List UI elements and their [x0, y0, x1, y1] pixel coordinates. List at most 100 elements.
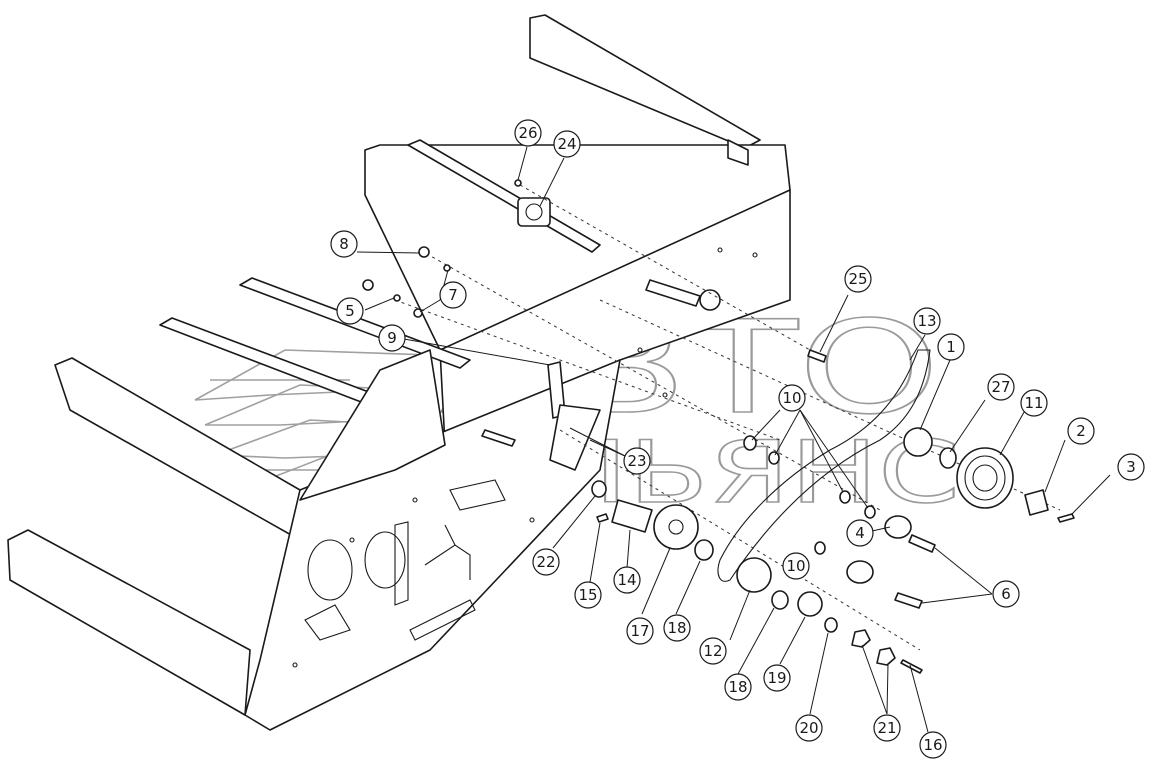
callout-21: 21: [873, 714, 901, 742]
part-21-nut-a: [851, 629, 871, 648]
exploded-parts: [362, 179, 1075, 674]
svg-text:11: 11: [1024, 394, 1043, 412]
part-8-nut-b: [362, 279, 374, 291]
callout-6: 6: [992, 580, 1020, 608]
vertical-slot: [394, 521, 409, 606]
svg-text:23: 23: [627, 452, 646, 470]
callout-16: 16: [919, 731, 947, 759]
linkage-bar: [549, 404, 601, 471]
rear-beam: [529, 14, 761, 149]
part-6-bolt-b: [894, 592, 923, 609]
callout-10-lower: 10: [782, 552, 810, 580]
svg-text:19: 19: [767, 669, 786, 687]
svg-text:1: 1: [946, 338, 956, 356]
part-19-sprocket: [797, 591, 823, 617]
callout-11: 11: [1020, 389, 1048, 417]
part-12-sprocket: [736, 557, 772, 593]
part-2-bushing: [1024, 489, 1049, 516]
callout-4: 4: [846, 519, 874, 547]
callout-20: 20: [795, 714, 823, 742]
svg-text:3: 3: [1126, 458, 1136, 476]
part-4-roller-a: [884, 515, 912, 539]
callout-27: 27: [987, 373, 1015, 401]
main-plate: [244, 359, 621, 731]
part-26-nut: [514, 179, 522, 187]
svg-text:10: 10: [782, 389, 801, 407]
svg-text:13: 13: [917, 312, 936, 330]
callout-10-upper: 10: [778, 384, 806, 412]
svg-text:14: 14: [617, 571, 636, 589]
y-bracket: [424, 524, 471, 580]
left-beam: [54, 357, 301, 541]
part-7-washer-b: [413, 308, 423, 318]
callouts: 1 2 3 4 5 6 7 8 9 10 10 11 12 13 14 15 1…: [330, 119, 1145, 759]
callout-25: 25: [844, 265, 872, 293]
svg-text:15: 15: [578, 586, 597, 604]
svg-text:6: 6: [1001, 585, 1011, 603]
part-25-bolt: [807, 349, 827, 363]
svg-text:20: 20: [799, 719, 818, 737]
part-3-key: [1057, 513, 1075, 523]
part-27-hub: [939, 447, 957, 469]
bottom-beam: [7, 529, 251, 716]
part-20-ring: [824, 617, 838, 633]
part-1-sprocket: [903, 427, 933, 457]
svg-text:9: 9: [387, 329, 397, 347]
part-10-washer-e: [814, 541, 826, 555]
svg-text:17: 17: [630, 622, 649, 640]
part-16-pin: [900, 659, 923, 674]
svg-text:16: 16: [923, 736, 942, 754]
plate-opening-left: [307, 539, 353, 601]
callout-14: 14: [613, 566, 641, 594]
part-10-washer-c: [839, 490, 851, 504]
part-14-tube: [611, 499, 653, 533]
callout-18-left: 18: [663, 614, 691, 642]
callout-7: 7: [439, 281, 467, 309]
cam-shaft: [645, 279, 701, 307]
svg-text:18: 18: [728, 678, 747, 696]
part-10-washer-b: [768, 451, 780, 465]
svg-text:25: 25: [848, 270, 867, 288]
part-17-sprocket: [653, 504, 699, 550]
svg-text:27: 27: [991, 378, 1010, 396]
svg-text:2: 2: [1076, 422, 1086, 440]
tri-bracket: [304, 604, 351, 641]
callout-1: 1: [937, 333, 965, 361]
callout-26: 26: [514, 119, 542, 147]
callout-17: 17: [626, 617, 654, 645]
svg-text:8: 8: [339, 235, 349, 253]
callout-23: 23: [623, 447, 651, 475]
callout-3: 3: [1117, 453, 1145, 481]
part-8-nut-a: [418, 246, 430, 258]
svg-text:26: 26: [518, 124, 537, 142]
callout-12: 12: [699, 637, 727, 665]
svg-text:24: 24: [557, 135, 576, 153]
callout-22: 22: [532, 548, 560, 576]
part-4-roller-b: [846, 560, 874, 584]
svg-text:10: 10: [786, 557, 805, 575]
callout-9: 9: [378, 324, 406, 352]
part-18-bushing-b: [771, 590, 789, 610]
bearing-flange: [517, 197, 551, 227]
callout-13: 13: [913, 307, 941, 335]
callout-5: 5: [336, 297, 364, 325]
part-22-ring: [591, 480, 607, 498]
plate-opening-right: [364, 531, 406, 589]
svg-text:18: 18: [667, 619, 686, 637]
part-21-nut-b: [876, 647, 896, 666]
part-13-chain: [717, 349, 931, 582]
svg-text:7: 7: [448, 286, 458, 304]
front-bracket: [449, 479, 506, 511]
part-10-washer-d: [864, 505, 876, 519]
svg-text:4: 4: [855, 524, 865, 542]
part-6-bolt-a: [908, 534, 936, 553]
callout-19: 19: [763, 664, 791, 692]
callout-18-right: 18: [724, 673, 752, 701]
callout-15: 15: [574, 581, 602, 609]
callout-24: 24: [553, 130, 581, 158]
svg-text:12: 12: [703, 642, 722, 660]
side-panel: [439, 189, 791, 446]
lower-bracket: [409, 599, 476, 641]
pin-bolt: [481, 429, 516, 447]
